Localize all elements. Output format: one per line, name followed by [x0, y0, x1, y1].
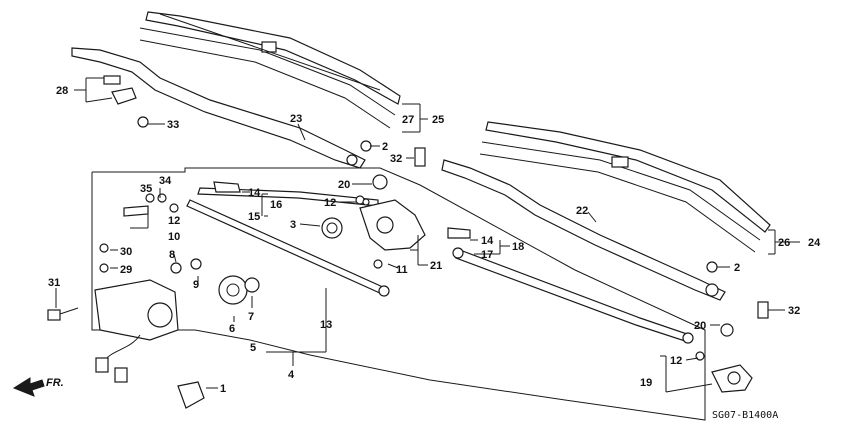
callout-2-left: 2 — [382, 141, 388, 153]
callout-12-right: 12 — [670, 355, 682, 367]
callout-22: 22 — [576, 205, 588, 217]
assembly-outline — [91, 167, 706, 421]
callout-12-left: 12 — [168, 215, 180, 227]
callout-7: 7 — [248, 311, 254, 323]
callout-24: 24 — [808, 237, 821, 249]
callout-3: 3 — [290, 219, 296, 231]
callout-12-center: 12 — [324, 197, 336, 209]
front-direction-label: FR. — [46, 377, 64, 389]
callout-9: 9 — [193, 279, 199, 291]
small-hardware — [47, 75, 769, 409]
callout-27: 27 — [402, 114, 414, 126]
callout-10: 10 — [168, 231, 180, 243]
callout-17: 17 — [481, 249, 493, 261]
leader-lines — [55, 77, 800, 393]
callout-26: 26 — [778, 237, 790, 249]
linkage-rods — [186, 187, 694, 344]
callout-14-right: 14 — [481, 235, 494, 247]
wiper-blade-right — [479, 121, 771, 253]
callout-32-left: 32 — [390, 153, 402, 165]
pivot-right — [695, 323, 753, 393]
callout-33: 33 — [167, 119, 179, 131]
callout-13: 13 — [320, 319, 332, 331]
callout-6: 6 — [229, 323, 235, 335]
wiper-arm-right — [441, 159, 726, 301]
callout-5: 5 — [250, 342, 256, 354]
wiper-arm-left — [71, 47, 366, 169]
callout-8: 8 — [169, 249, 175, 261]
callout-32-right: 32 — [788, 305, 800, 317]
callout-1: 1 — [220, 383, 226, 395]
callout-18: 18 — [512, 241, 524, 253]
callout-14-left: 14 — [248, 187, 261, 199]
callout-15: 15 — [248, 211, 260, 223]
callout-34: 34 — [159, 175, 172, 187]
callout-30: 30 — [120, 246, 132, 258]
callout-35: 35 — [140, 183, 152, 195]
callout-29: 29 — [120, 264, 132, 276]
callout-16: 16 — [270, 199, 282, 211]
wiper-motor — [94, 243, 260, 383]
callout-21: 21 — [430, 260, 442, 272]
callout-19: 19 — [640, 377, 652, 389]
callout-20-right: 20 — [694, 320, 706, 332]
front-direction-arrow — [12, 377, 45, 397]
callout-4: 4 — [288, 369, 295, 381]
callout-31: 31 — [48, 277, 60, 289]
callout-28: 28 — [56, 85, 68, 97]
wiper-blade-left — [139, 11, 401, 129]
diagram-code: SG07-B1400A — [712, 410, 778, 421]
callout-20-left: 20 — [338, 179, 350, 191]
callout-11: 11 — [396, 264, 408, 276]
callout-labels: 27 25 28 33 23 2 32 20 12 3 14 16 15 11 … — [48, 85, 821, 395]
callout-25: 25 — [432, 114, 444, 126]
callout-2-right: 2 — [734, 262, 740, 274]
callout-23: 23 — [290, 113, 302, 125]
